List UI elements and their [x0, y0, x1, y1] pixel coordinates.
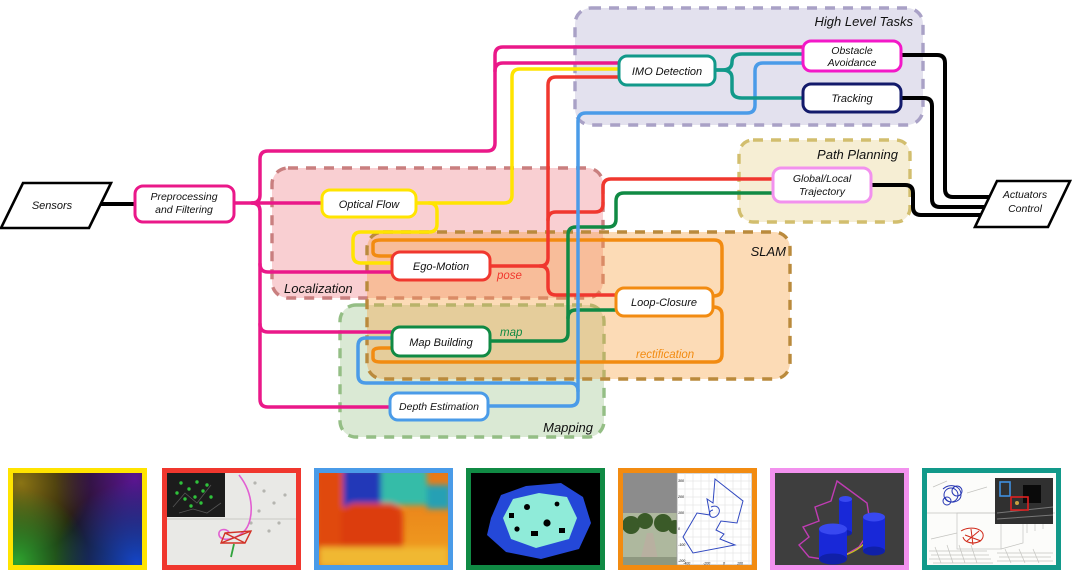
preprocessing-label-1: Preprocessing — [150, 191, 217, 203]
edges-imo — [713, 52, 805, 100]
ego-motion-image — [167, 473, 296, 565]
tracking-scene-image — [927, 473, 1056, 565]
svg-text:300: 300 — [678, 479, 684, 483]
thumbnail-tracking-scene — [922, 468, 1061, 570]
thumbnail-ego-motion-trajectory — [162, 468, 301, 570]
optical-flow-label: Optical Flow — [339, 199, 401, 211]
obstacle-avoidance-label-2: Avoidance — [827, 57, 877, 69]
map-edge-label: map — [500, 327, 523, 339]
svg-text:0: 0 — [723, 562, 725, 566]
svg-text:-200: -200 — [703, 562, 710, 566]
edges-optical-flow — [351, 67, 621, 265]
high-level-tasks-label: High Level Tasks — [814, 14, 913, 29]
edges-map — [488, 191, 775, 343]
preprocessing-label-2: and Filtering — [155, 204, 213, 216]
node-tracking — [801, 82, 903, 114]
svg-text:100: 100 — [737, 562, 743, 566]
thumbnail-occupancy-grid-map — [466, 468, 605, 570]
node-obstacle-avoidance — [801, 39, 903, 73]
actuators-label-1: Actuators — [1002, 189, 1048, 201]
sensors-label: Sensors — [32, 200, 73, 212]
node-preprocessing — [133, 184, 236, 224]
node-loop-closure — [614, 286, 715, 318]
slam-label: SLAM — [751, 244, 787, 259]
tracking-label: Tracking — [831, 93, 873, 105]
node-optical-flow — [320, 188, 418, 219]
node-sensors — [0, 181, 114, 230]
node-imo-detection — [617, 54, 717, 87]
thumbnail-trajectory-3d-scene — [770, 468, 909, 570]
edges-preprocessing — [232, 45, 805, 409]
trajectory-3d-image — [775, 473, 904, 565]
node-actuators-control — [972, 179, 1072, 229]
path-planning-label: Path Planning — [817, 147, 899, 162]
depth-estimation-label: Depth Estimation — [399, 401, 479, 413]
svg-text:0: 0 — [678, 527, 680, 531]
edges-pose — [488, 75, 775, 297]
mapping-label: Mapping — [543, 420, 594, 435]
thumbnail-depth-map — [314, 468, 453, 570]
node-global-local-trajectory — [771, 166, 873, 204]
svg-text:-400: -400 — [683, 562, 690, 566]
localization-label: Localization — [284, 281, 353, 296]
trajectory-label-2: Trajectory — [799, 186, 846, 198]
loop-closure-label: Loop-Closure — [631, 297, 697, 309]
ego-motion-label: Ego-Motion — [413, 261, 469, 273]
svg-text:-100: -100 — [678, 543, 685, 547]
depth-map-image — [319, 473, 448, 565]
svg-text:200: 200 — [677, 495, 684, 499]
pipeline-diagram: Sensors Preprocessing and Filtering Opti… — [0, 6, 1072, 439]
node-depth-estimation — [388, 391, 490, 422]
pose-edge-label: pose — [496, 270, 522, 282]
rectification-edge-label: rectification — [636, 349, 694, 361]
thumbnail-optical-flow-field — [8, 468, 147, 570]
optical-flow-image — [13, 473, 142, 565]
svg-text:100: 100 — [678, 511, 684, 515]
edges-loop-closure — [371, 238, 724, 364]
trajectory-label-1: Global/Local — [793, 173, 852, 185]
node-map-building — [390, 325, 492, 358]
edges-io — [94, 53, 994, 217]
svg-text:-200: -200 — [678, 559, 685, 563]
obstacle-avoidance-label-1: Obstacle — [831, 45, 873, 57]
occupancy-grid-image — [471, 473, 600, 565]
imo-detection-label: IMO Detection — [632, 66, 702, 78]
edges-depth — [356, 61, 805, 408]
node-ego-motion — [390, 250, 492, 282]
map-building-label: Map Building — [409, 337, 473, 349]
actuators-label-2: Control — [1008, 203, 1043, 215]
